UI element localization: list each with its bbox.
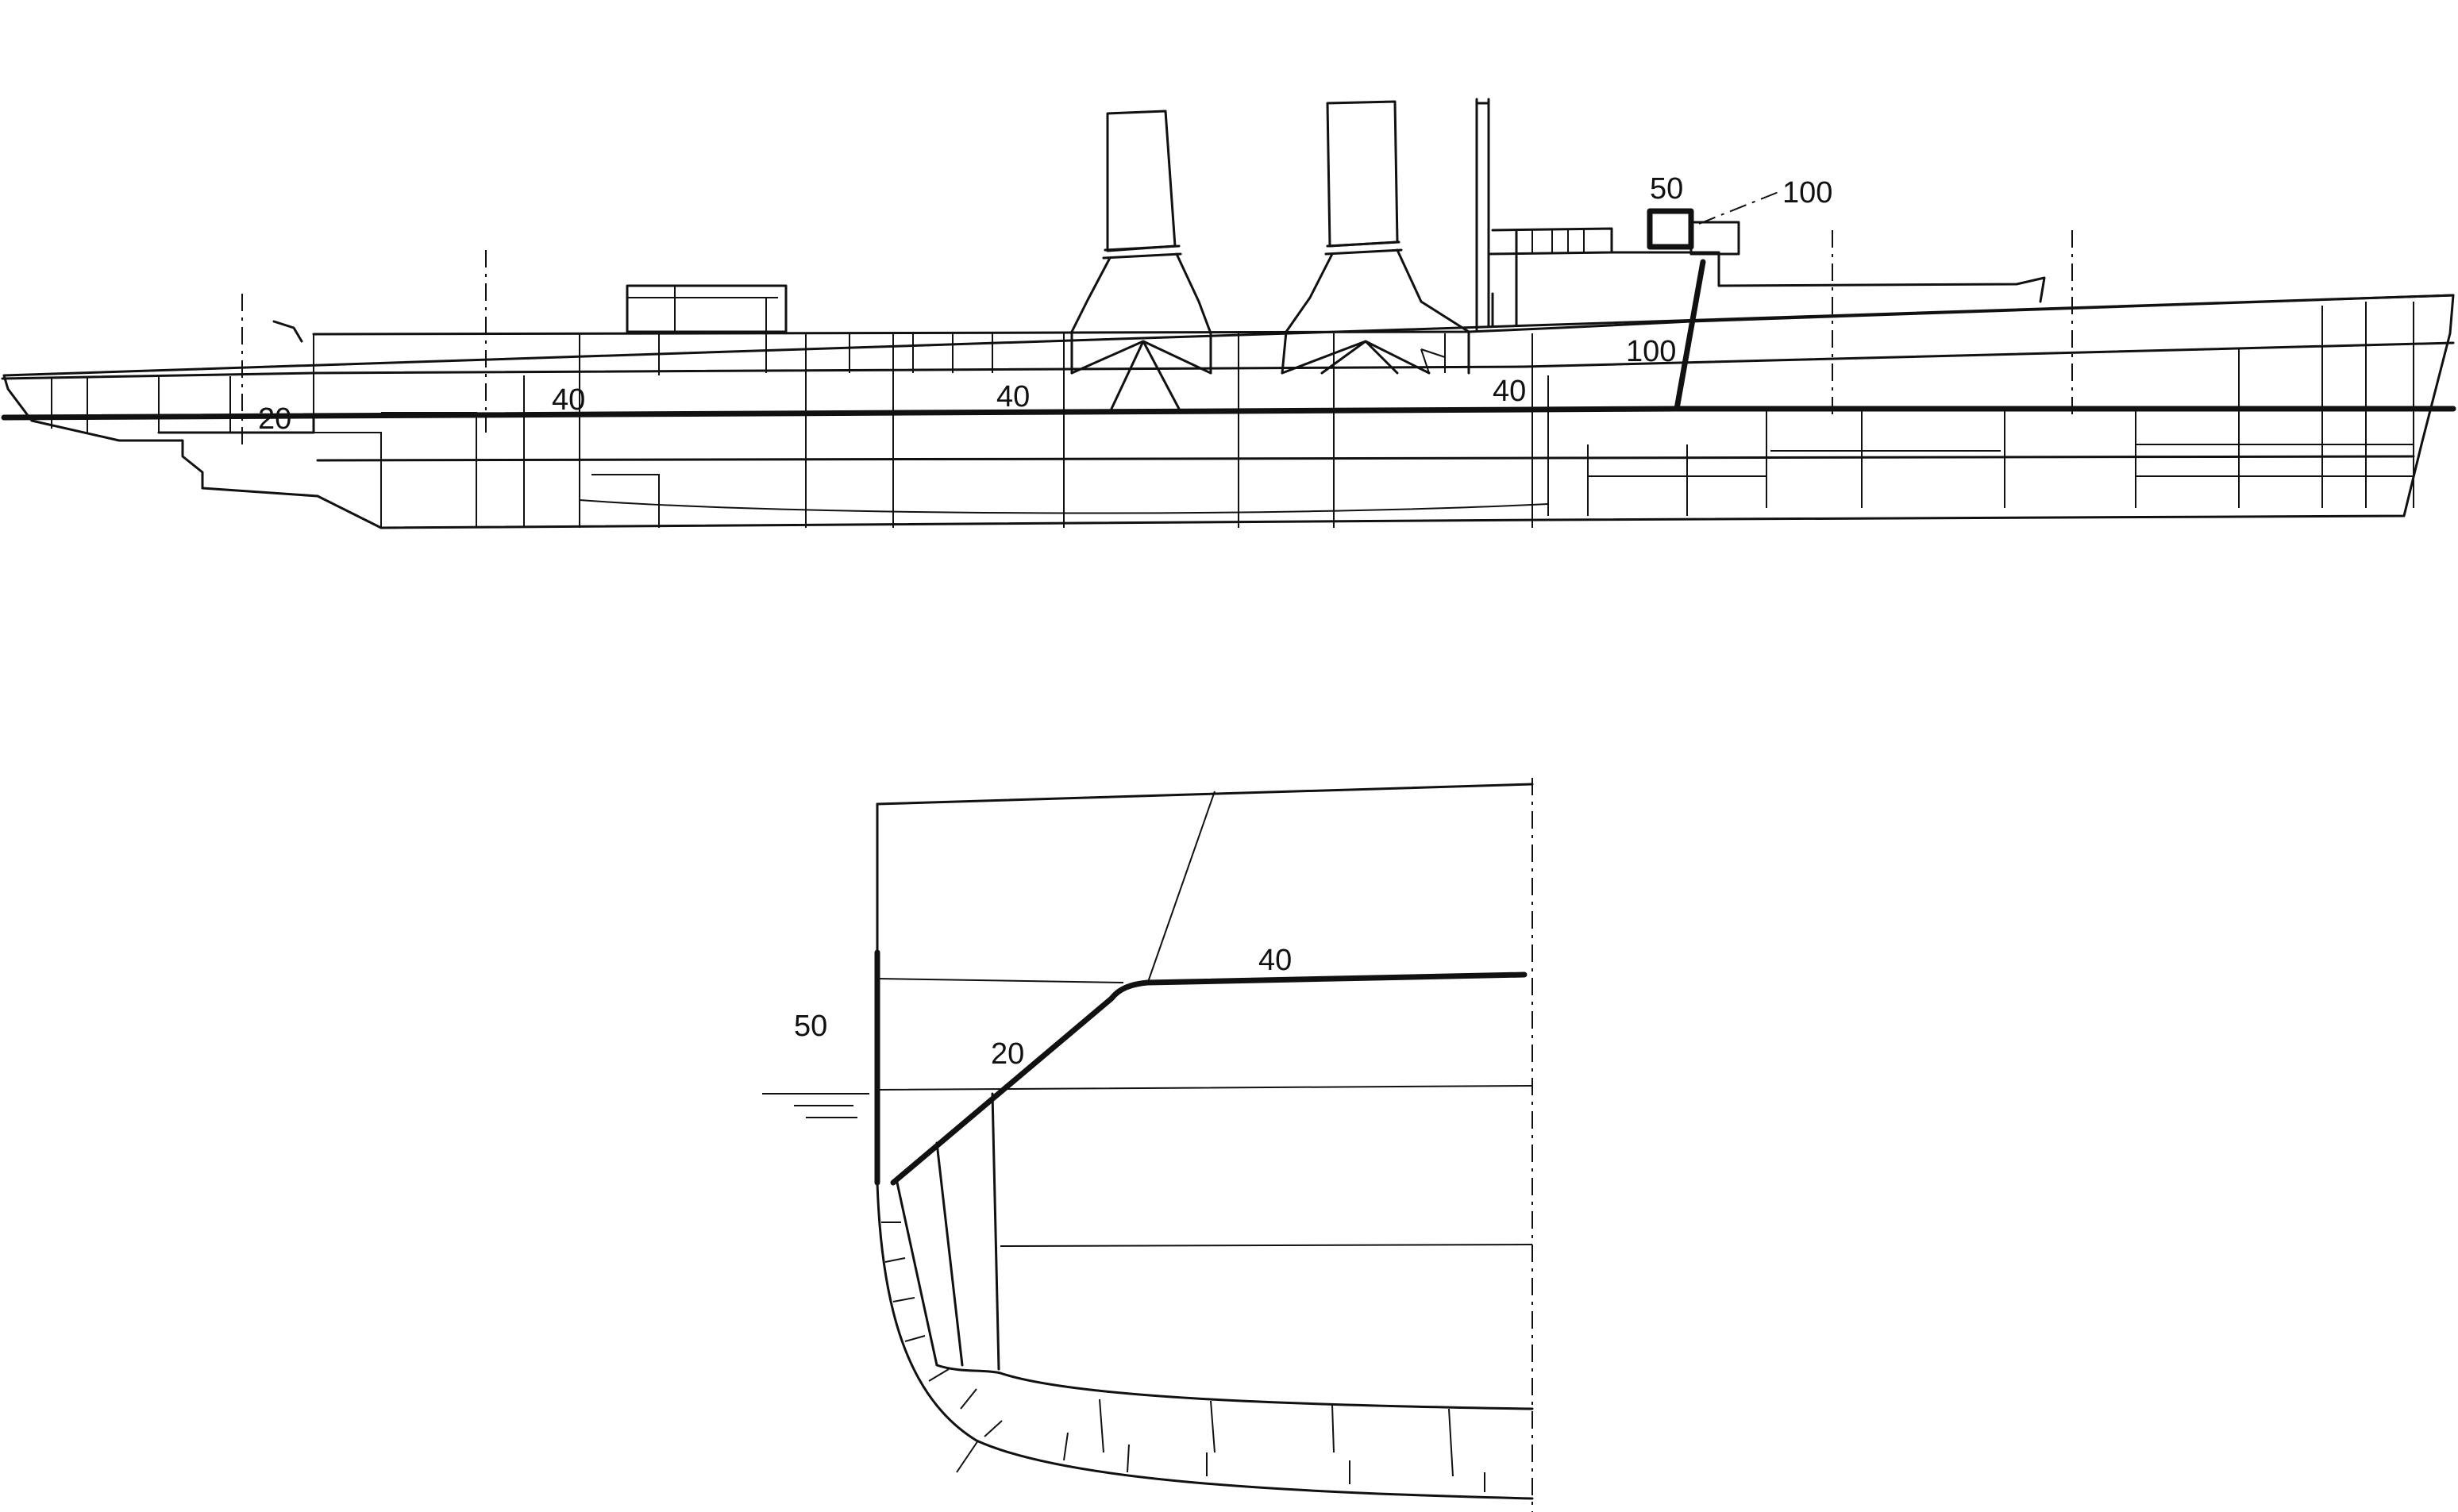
label-bow-deck: 20	[258, 402, 291, 436]
label-main-deck-fore: 40	[552, 383, 585, 417]
fore-superstructure-detail	[627, 286, 778, 373]
label-section-belt: 50	[794, 1010, 827, 1043]
label-section-upper-deck: 40	[1258, 944, 1292, 977]
ship-section-view: 40 20 50	[762, 778, 1534, 1512]
section-upper-deck	[876, 783, 1534, 806]
bridge-windows	[1531, 230, 1585, 252]
funnel-2	[1281, 100, 1470, 375]
gun-housing-box	[1689, 221, 1740, 256]
station-lines	[241, 230, 2073, 444]
conning-tube-armor[interactable]	[1674, 259, 1706, 412]
hull-outline	[2, 294, 2455, 529]
inner-bottom-line	[579, 499, 1549, 514]
profile-bulkheads	[51, 302, 2414, 528]
section-inner-bulkhead	[935, 1092, 1000, 1371]
label-conning-tube: 100	[1626, 335, 1676, 368]
gun-housing-armor[interactable]	[1647, 208, 1694, 250]
waterline-mark	[762, 1093, 869, 1118]
label-main-deck-aft: 40	[1493, 375, 1526, 408]
label-conning-leader: 100	[1782, 176, 1832, 210]
bridge-superstructure	[1487, 227, 2046, 327]
lower-deck-line	[316, 455, 2415, 462]
section-armor-deck[interactable]	[890, 971, 1528, 1186]
ship-profile-view: 20 40 40 40 50 100 100	[1, 98, 2456, 529]
label-section-slope: 20	[991, 1037, 1024, 1071]
upper-deck-line	[312, 294, 2455, 336]
main-deck-armor[interactable]	[1, 406, 2456, 421]
label-gun-housing: 50	[1650, 172, 1683, 206]
section-hull-frames	[881, 1222, 1485, 1492]
bow-breakwater	[272, 320, 303, 343]
section-diagonal	[1146, 791, 1216, 985]
leader-100	[1698, 190, 1783, 225]
fore-superstructure	[626, 284, 788, 333]
label-main-deck-mid: 40	[996, 380, 1030, 414]
second-deck-line	[1, 341, 2455, 380]
section-deck-lines	[876, 978, 1533, 1247]
funnel-1	[1070, 110, 1212, 410]
mast	[1475, 98, 1490, 331]
section-hull	[876, 1181, 1534, 1500]
section-inner-hull	[896, 1181, 1534, 1410]
